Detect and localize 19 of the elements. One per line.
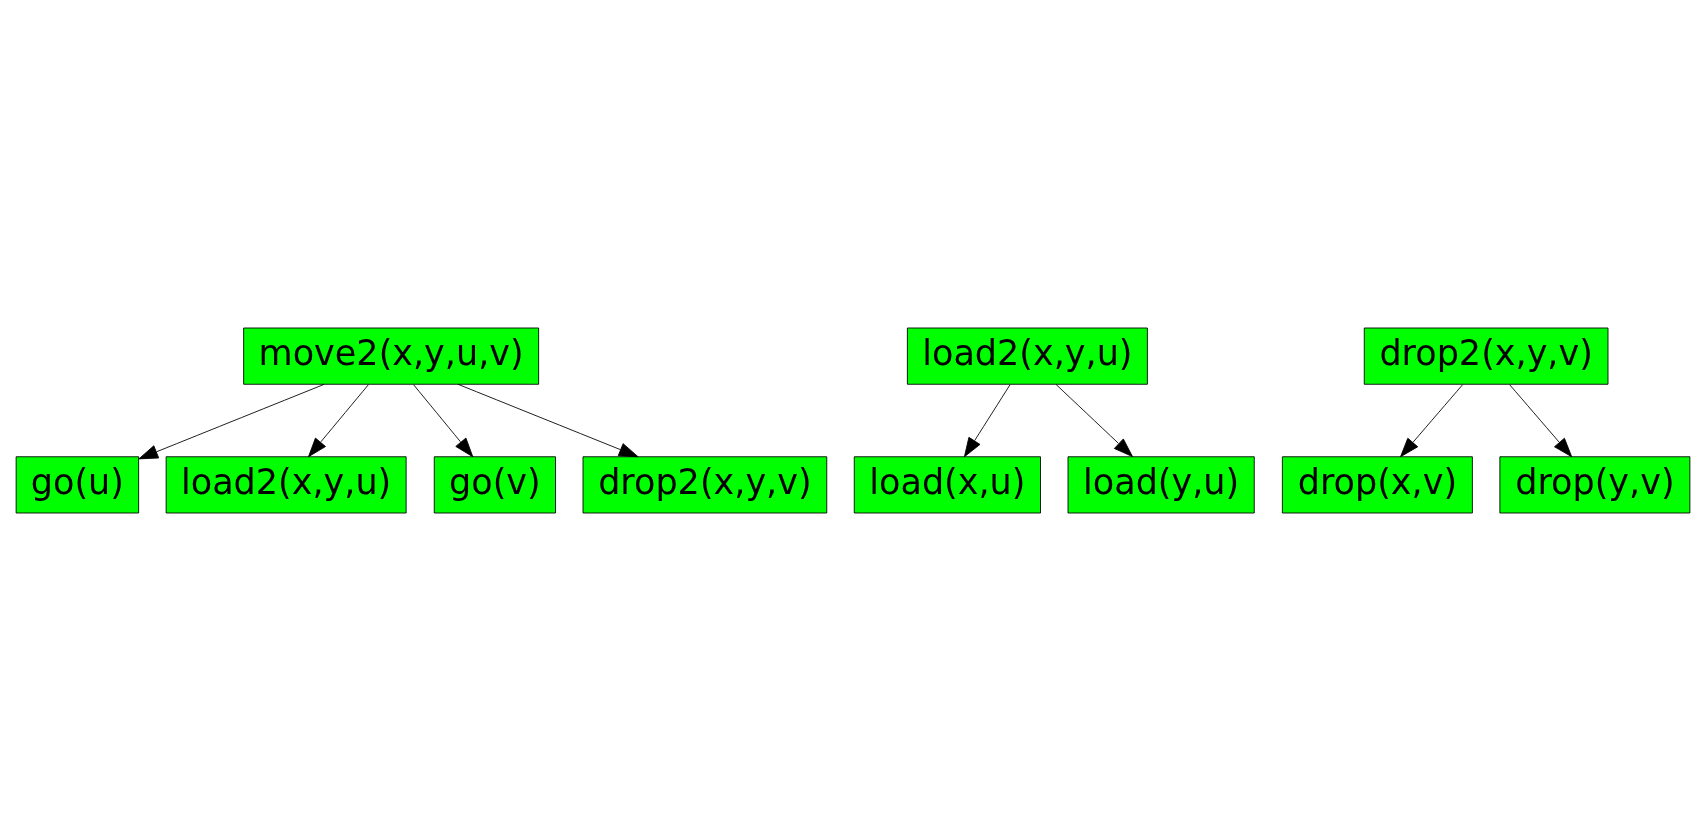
node-box: move2(x,y,u,v)	[243, 327, 540, 385]
node-box: load(y,u)	[1067, 455, 1255, 513]
node-box: load2(x,y,u)	[906, 327, 1148, 385]
arrow	[964, 383, 1011, 457]
arrow	[1055, 383, 1133, 457]
node-box: go(u)	[15, 455, 140, 513]
node-box: drop(x,v)	[1281, 455, 1473, 513]
node-box: drop(y,v)	[1499, 455, 1691, 513]
arrow	[138, 383, 325, 459]
node-box: drop2(x,y,v)	[582, 455, 828, 513]
arrow	[308, 383, 369, 457]
arrow	[413, 383, 474, 457]
node-box: load(x,u)	[853, 455, 1041, 513]
arrow	[457, 383, 639, 457]
node-box: drop2(x,y,v)	[1363, 327, 1609, 385]
node-box: load2(x,y,u)	[165, 455, 407, 513]
arrow	[1400, 383, 1463, 457]
arrow	[1509, 383, 1573, 457]
node-box: go(v)	[433, 455, 556, 513]
